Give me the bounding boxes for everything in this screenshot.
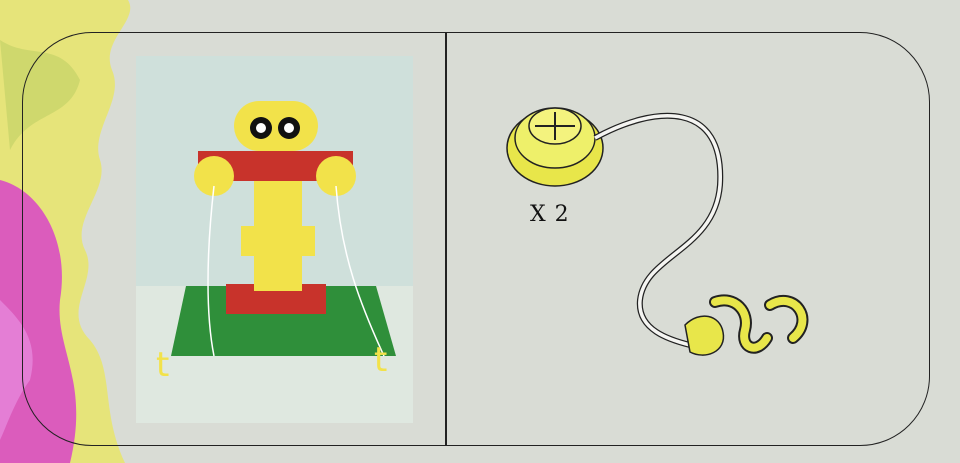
card-divider [445,33,447,446]
pulley-with-string-and-hook-icon [506,107,809,356]
svg-text:t: t [156,345,169,385]
robot-model-photo: t t [136,56,413,423]
svg-text:t: t [374,340,387,380]
content-card-frame [22,32,930,446]
decorative-marbled-border [0,0,131,463]
quantity-label: X 2 [530,202,570,227]
